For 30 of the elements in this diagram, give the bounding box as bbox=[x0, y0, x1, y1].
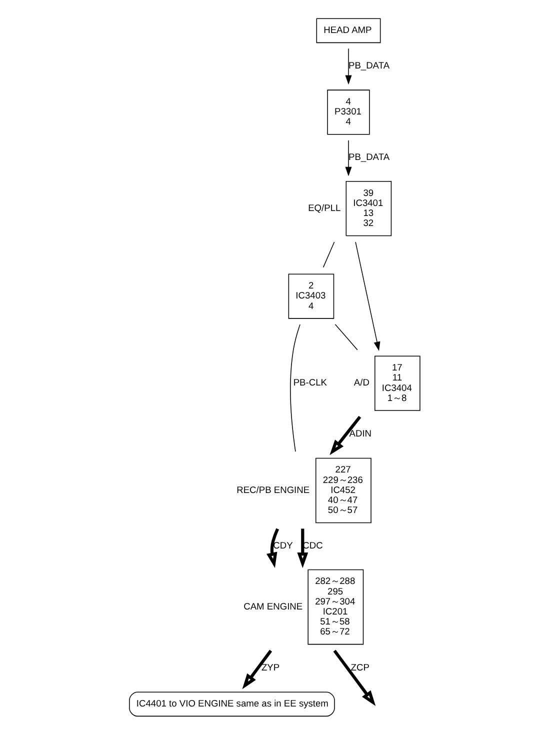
arrow bbox=[344, 140, 352, 176]
node-box: 227 229～236 IC452 40～47 50～57 bbox=[314, 458, 371, 524]
node-label: REC/PB ENGINE bbox=[236, 484, 310, 495]
connector bbox=[322, 242, 334, 268]
connector bbox=[290, 324, 300, 452]
node-box: IC4401 to VIO ENGINE same as in EE system bbox=[128, 692, 334, 717]
edge-label: PB-CLK bbox=[292, 378, 326, 388]
node-box: 282～288 295 297～304 IC201 51～58 65～72 bbox=[307, 569, 364, 645]
arrow bbox=[266, 528, 279, 568]
node-box: 2 IC3403 4 bbox=[288, 274, 334, 319]
node-label: A/D bbox=[353, 378, 369, 388]
arrow bbox=[344, 48, 352, 85]
edge-label: PB_DATA bbox=[348, 60, 390, 70]
node-box: 4 P3301 4 bbox=[326, 90, 370, 135]
arrow bbox=[332, 650, 376, 706]
node-label: CAM ENGINE bbox=[243, 601, 302, 612]
edge-label: CDY bbox=[272, 540, 292, 550]
connector bbox=[334, 324, 358, 350]
arrow bbox=[242, 650, 272, 690]
node-box: 39 IC3401 13 32 bbox=[345, 180, 392, 236]
arrow bbox=[354, 242, 380, 352]
edge-label: ZYP bbox=[260, 662, 280, 672]
node-label: EQ/PLL bbox=[308, 202, 340, 213]
node-box: 17 11 IC3404 1～8 bbox=[374, 356, 420, 411]
edge-label: ZCP bbox=[350, 662, 369, 672]
edge-label: PB_DATA bbox=[348, 152, 390, 162]
node-box: HEAD AMP bbox=[316, 18, 380, 44]
edge-label: ADIN bbox=[348, 428, 372, 439]
arrow bbox=[329, 416, 361, 456]
arrow bbox=[296, 528, 308, 568]
